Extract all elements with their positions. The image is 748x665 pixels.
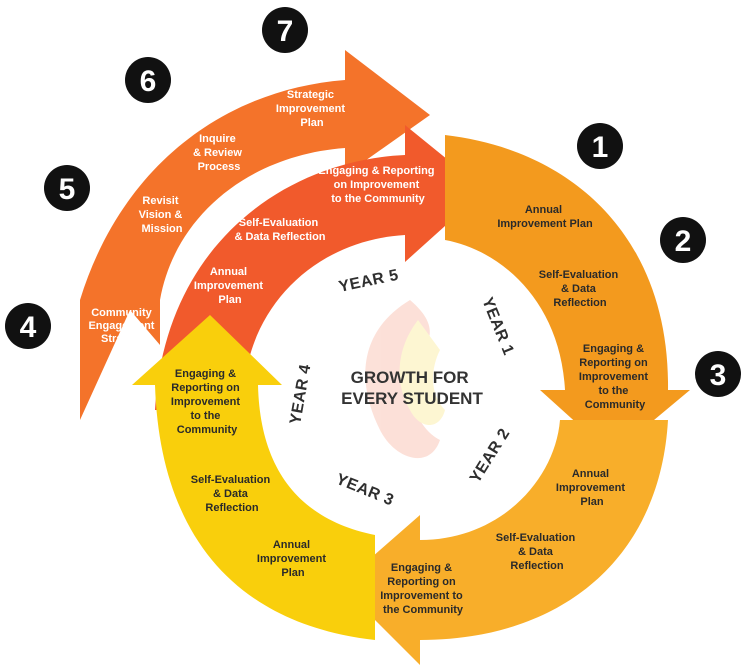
y5-annual-plan: Annual Improvement Plan: [194, 266, 266, 306]
outer-inquire-review: Inquire & Review Process: [193, 133, 245, 173]
step-badge-3: 3: [695, 351, 741, 397]
step-badge-5: 5: [44, 165, 90, 211]
y1-annual-plan: Annual Improvement Plan: [497, 204, 593, 230]
svg-text:2: 2: [675, 225, 692, 258]
year3-arc: [132, 315, 375, 640]
y3-annual-plan: Annual Improvement Plan: [257, 539, 329, 579]
y3-engaging-reporting: Engaging & Reporting on Improvement to t…: [171, 368, 243, 436]
center-flame-watermark: [365, 300, 445, 459]
svg-text:6: 6: [140, 65, 157, 98]
year1-label: YEAR 1: [478, 295, 517, 358]
y5-self-evaluation: Self-Evaluation & Data Reflection: [234, 217, 325, 243]
y3-self-evaluation: Self-Evaluation & Data Reflection: [191, 474, 274, 514]
y2-self-evaluation: Self-Evaluation & Data Reflection: [496, 532, 579, 572]
center-title: GROWTH FOR EVERY STUDENT: [341, 368, 483, 408]
step-badge-4: 4: [5, 303, 51, 349]
year1-arc: [445, 135, 690, 455]
svg-text:3: 3: [710, 359, 727, 392]
svg-text:7: 7: [277, 15, 294, 48]
outer-strategic-plan: Strategic Improvement Plan: [276, 89, 348, 129]
year2-arc: [340, 420, 668, 665]
y2-annual-plan: Annual Improvement Plan: [556, 468, 628, 508]
step-badge-6: 6: [125, 57, 171, 103]
year4-label: YEAR 4: [287, 363, 314, 426]
y2-engaging-reporting: Engaging & Reporting on Improvement to t…: [380, 562, 466, 616]
year5-label: YEAR 5: [337, 267, 400, 296]
step-badge-1: 1: [577, 123, 623, 169]
outer-revisit-vision: Revisit Vision & Mission: [139, 195, 186, 235]
step-badge-2: 2: [660, 217, 706, 263]
svg-text:5: 5: [59, 173, 76, 206]
year5-arc: [155, 125, 485, 410]
y1-engaging-reporting: Engaging & Reporting on Improvement to t…: [579, 343, 651, 411]
svg-text:1: 1: [592, 131, 609, 164]
outer-community-engagement: Community Engagement Strategy: [88, 307, 157, 345]
y1-self-evaluation: Self-Evaluation & Data Reflection: [539, 269, 622, 309]
step-badge-7: 7: [262, 7, 308, 53]
outer-strategic-arc: [80, 50, 430, 420]
svg-text:4: 4: [20, 311, 37, 344]
y5-engaging-reporting: Engaging & Reporting on Improvement to t…: [318, 165, 437, 205]
year2-label: YEAR 2: [467, 426, 514, 487]
year3-label: YEAR 3: [334, 471, 397, 510]
